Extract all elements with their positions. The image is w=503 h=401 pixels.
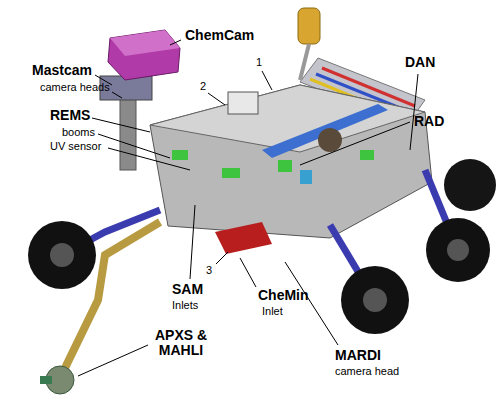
wheel: [426, 218, 490, 282]
wheel-hub: [50, 243, 74, 267]
deck-part: [278, 160, 292, 172]
wheel: [444, 159, 496, 211]
turret-tool: [40, 376, 52, 384]
leader-line: [208, 93, 225, 105]
antenna-mast: [300, 44, 309, 80]
sub-label: Inlets: [172, 299, 198, 311]
leader-line: [240, 258, 256, 287]
callout-number: 1: [256, 56, 262, 68]
callout-number: 2: [200, 80, 206, 92]
leader-line: [170, 40, 181, 45]
sub-label: camera heads: [40, 81, 110, 93]
leader-line: [216, 252, 228, 264]
leader-line: [108, 148, 190, 170]
deck-box: [228, 92, 258, 114]
sub-label: camera head: [335, 365, 399, 377]
sub-label: Inlet: [262, 305, 283, 317]
wheel-hub: [363, 288, 387, 312]
wheel: [28, 221, 96, 289]
instrument-label: REMS: [50, 108, 90, 123]
chemcam-box: [108, 30, 180, 80]
sub-label: booms: [62, 126, 95, 138]
leader-line: [92, 118, 150, 132]
leader-line: [262, 71, 272, 90]
instrument-label: MARDI: [335, 348, 381, 363]
instrument-label: ChemCam: [185, 28, 254, 43]
deck-part: [222, 168, 240, 178]
instrument-label: APXS & MAHLI: [150, 328, 212, 359]
leader-line: [112, 92, 122, 98]
sample-pipe: [215, 222, 272, 254]
instrument-label: Mastcam: [32, 63, 92, 78]
leader-line: [98, 134, 170, 158]
callout-number: 3: [206, 264, 212, 276]
leader-line: [285, 262, 338, 345]
instrument-label: DAN: [405, 55, 435, 70]
wheel-hub: [447, 239, 469, 261]
instrument-label: RAD: [414, 114, 444, 129]
leader-line: [78, 345, 148, 376]
deck-part: [172, 150, 188, 160]
wheel: [341, 266, 409, 334]
deck-part: [318, 128, 342, 152]
sub-label: UV sensor: [50, 140, 101, 152]
deck-part: [300, 170, 312, 184]
deck-part: [360, 150, 374, 160]
rover-body: [150, 85, 432, 238]
antenna: [298, 8, 320, 44]
instrument-label: SAM: [172, 282, 203, 297]
instrument-label: CheMin: [258, 288, 309, 303]
leader-line: [190, 205, 195, 279]
leader-line: [410, 74, 418, 150]
chemcam-top: [110, 30, 180, 56]
leader-line: [300, 122, 410, 165]
deck-stripe: [262, 104, 388, 158]
